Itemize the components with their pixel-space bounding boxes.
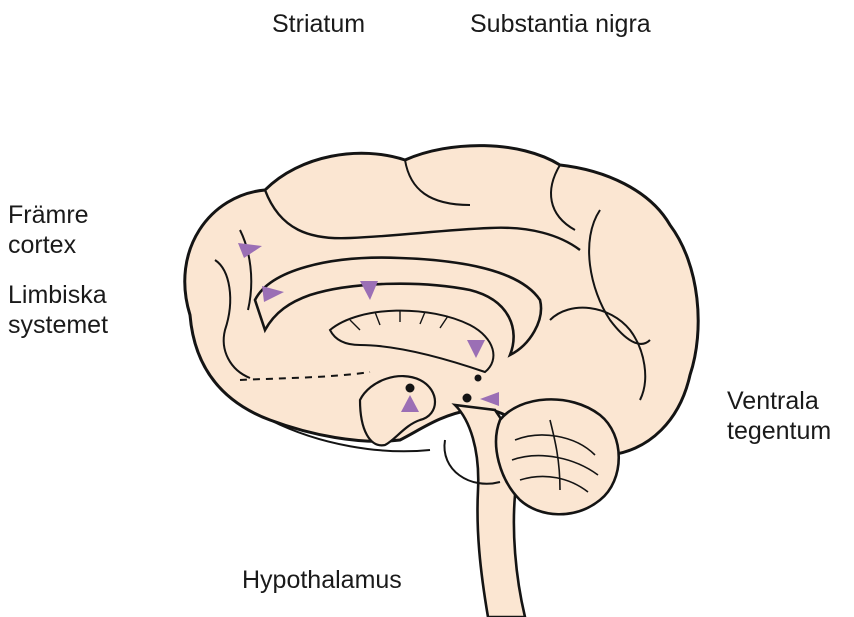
hypothalamus-structure xyxy=(360,376,435,445)
label-substantia-nigra: Substantia nigra xyxy=(470,8,651,41)
label-ventrala-line1: Ventrala xyxy=(727,385,819,418)
label-limbiska-line1: Limbiska xyxy=(8,279,107,312)
nigra-dot xyxy=(475,375,482,382)
label-limbiska-line2: systemet xyxy=(8,309,108,342)
label-hypothalamus: Hypothalamus xyxy=(242,564,402,597)
label-framre-cortex-line1: Främre xyxy=(8,199,89,232)
label-ventrala-line2: tegentum xyxy=(727,415,831,448)
hypothalamus-dot xyxy=(406,384,415,393)
tegmentum-dot xyxy=(463,394,472,403)
label-striatum: Striatum xyxy=(272,8,365,41)
label-framre-cortex-line2: cortex xyxy=(8,229,76,262)
